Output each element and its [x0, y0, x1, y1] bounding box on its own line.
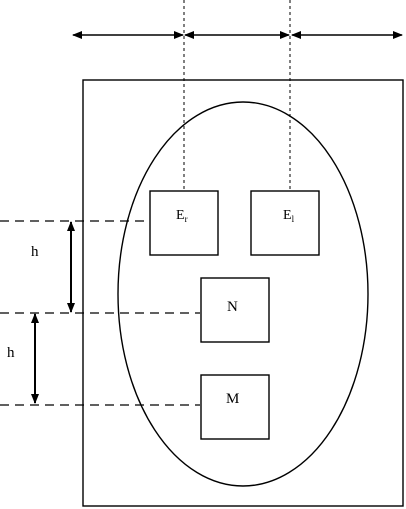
box-n — [200, 277, 270, 343]
label-e-left: Er — [176, 208, 188, 224]
label-e-right-main: E — [283, 208, 292, 223]
box-m — [200, 374, 270, 440]
h-label-lower: h — [7, 345, 15, 361]
label-e-left-sub: r — [185, 214, 188, 224]
box-e-left — [149, 190, 219, 256]
enclosing-ellipse — [117, 101, 369, 487]
h-label-upper: h — [31, 244, 39, 260]
label-n: N — [227, 299, 238, 315]
label-e-left-main: E — [176, 208, 185, 223]
label-m: M — [226, 391, 239, 407]
box-e-right — [250, 190, 320, 256]
label-e-right-sub: l — [292, 214, 295, 224]
label-e-right: El — [283, 208, 295, 224]
outer-frame — [82, 79, 404, 507]
